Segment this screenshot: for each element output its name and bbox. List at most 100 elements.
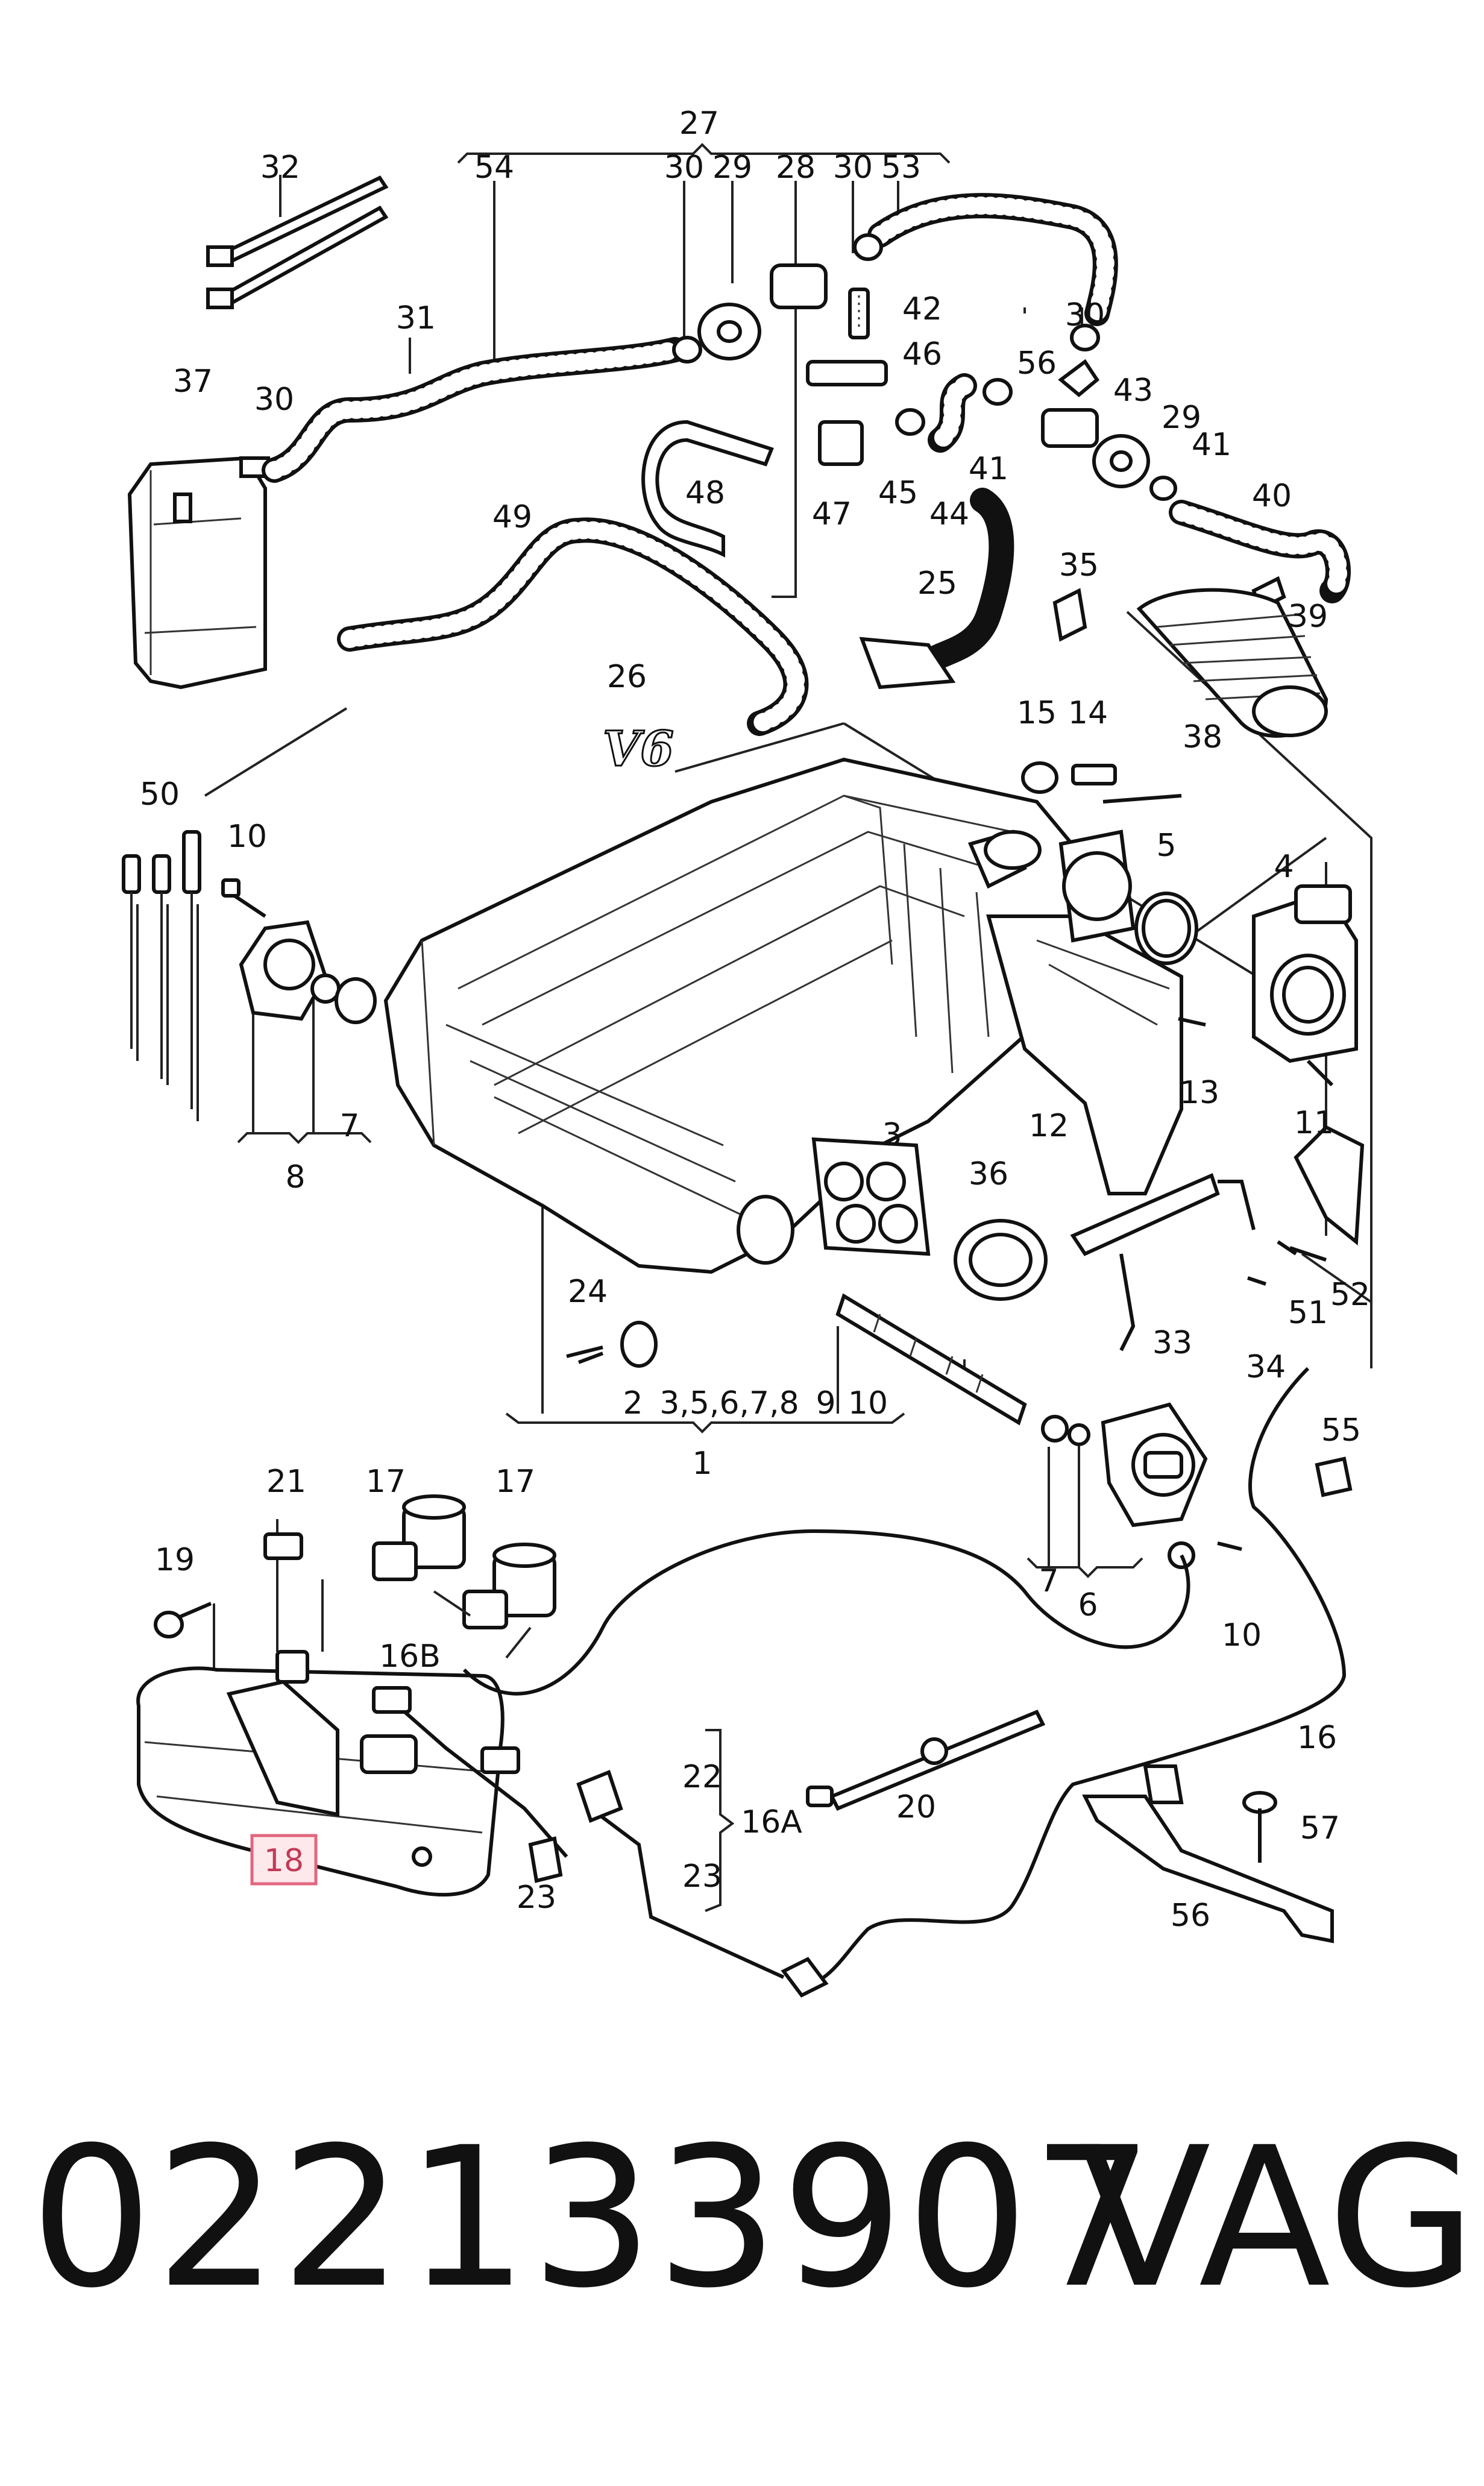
callout-30: 30 (254, 382, 294, 418)
callout-3-5-6-7-8: 3,5,6,7,8 (659, 1385, 799, 1421)
callout-56: 56 (1171, 1898, 1210, 1934)
callout-28: 28 (776, 149, 816, 186)
clip-55 (1315, 1456, 1353, 1497)
callout-56: 56 (1017, 345, 1057, 382)
callout-16b: 16B (379, 1638, 441, 1675)
gaskets-3 (811, 1137, 931, 1256)
callout-3: 3 (882, 1117, 902, 1153)
callout-54: 54 (474, 149, 514, 186)
callout-16: 16 (1297, 1720, 1337, 1756)
callout-35: 35 (1059, 547, 1099, 584)
intake-boot (1136, 588, 1328, 738)
callout-9: 9 (816, 1385, 835, 1421)
callout-13: 13 (1180, 1075, 1219, 1111)
callout-4: 4 (1274, 849, 1294, 885)
clip-20 (806, 1710, 1046, 1811)
callout-34: 34 (1246, 1349, 1286, 1385)
bolts (566, 1017, 1334, 1551)
callout-5: 5 (1156, 828, 1176, 864)
actuator-6 (1041, 1402, 1208, 1569)
part-number: 022133907 (30, 2106, 1157, 2330)
callout-10: 10 (1222, 1617, 1262, 1654)
callout-42: 42 (902, 291, 942, 327)
callout-23: 23 (682, 1858, 722, 1895)
callout-11: 11 (1294, 1105, 1334, 1141)
brand-name: VAG (1079, 2106, 1477, 2330)
callout-38: 38 (1183, 719, 1222, 755)
seal-ring-36 (954, 1219, 1048, 1301)
exploded-parts-diagram: V6 (122, 105, 1372, 1998)
callout-29: 29 (1162, 400, 1201, 436)
callout-37: 37 (173, 363, 213, 400)
vacuum-lines (372, 1367, 1347, 1998)
callout-39: 39 (1288, 599, 1328, 635)
callout-labels: 27 32 54 30 29 28 30 53 31 37 30 42 30 4… (140, 105, 1370, 1934)
callout-41: 41 (969, 451, 1008, 487)
callout-26: 26 (607, 659, 647, 695)
callout-51: 51 (1288, 1295, 1328, 1331)
callout-31: 31 (396, 300, 436, 336)
callout-47: 47 (812, 496, 852, 532)
callout-55: 55 (1321, 1412, 1361, 1449)
callout-18-highlighted: 18 (264, 1843, 304, 1879)
callout-41: 41 (1192, 427, 1231, 463)
callout-43: 43 (1113, 373, 1153, 409)
callout-7: 7 (1039, 1563, 1058, 1599)
bolt-19 (154, 1602, 212, 1638)
callout-32: 32 (260, 149, 300, 186)
cover-assembly-18 (136, 1650, 505, 1897)
callout-27: 27 (679, 105, 719, 142)
callout-30: 30 (664, 149, 704, 186)
connector-pins (122, 830, 201, 1121)
bolt-57 (1242, 1791, 1277, 1863)
callout-8: 8 (285, 1159, 305, 1195)
callout-53: 53 (881, 149, 921, 186)
callout-10: 10 (227, 819, 267, 855)
hose-48 (641, 420, 774, 558)
callout-20: 20 (896, 1789, 936, 1825)
callout-2: 2 (623, 1385, 643, 1421)
callout-24: 24 (568, 1274, 608, 1310)
callout-10: 10 (848, 1385, 888, 1421)
shaft-9 (835, 1293, 1027, 1426)
callout-17: 17 (495, 1464, 535, 1500)
callout-40: 40 (1252, 478, 1292, 514)
callout-17: 17 (366, 1464, 406, 1500)
callout-6: 6 (1078, 1587, 1098, 1623)
highlight-box-18 (250, 1834, 318, 1886)
hose-fittings (672, 233, 1286, 804)
throttle-body (1058, 829, 1358, 1063)
callout-52: 52 (1330, 1277, 1370, 1313)
callout-48: 48 (685, 475, 725, 511)
callout-16a: 16A (741, 1804, 802, 1840)
hoses (262, 193, 1351, 736)
expansion-tank (127, 456, 270, 690)
valve-assembly-8 (221, 878, 377, 1024)
callout-30: 30 (1065, 297, 1105, 333)
bracket-56 (1082, 1764, 1334, 1943)
intake-manifold: V6 (383, 720, 1183, 1274)
connector-21 (263, 1532, 303, 1560)
callout-12: 12 (1029, 1108, 1069, 1144)
callout-30: 30 (833, 149, 873, 186)
callout-57: 57 (1300, 1810, 1340, 1846)
callout-1: 1 (692, 1446, 712, 1482)
brackets (1070, 1125, 1365, 1352)
callout-29: 29 (712, 149, 752, 186)
callout-44: 44 (929, 496, 969, 532)
callout-36: 36 (969, 1156, 1008, 1192)
callout-22: 22 (682, 1759, 722, 1795)
callout-45: 45 (878, 475, 918, 511)
cable-ties (206, 175, 389, 309)
bolt-2 (577, 1321, 658, 1368)
callout-19: 19 (155, 1542, 195, 1578)
callout-14: 14 (1068, 695, 1108, 731)
callout-15: 15 (1017, 695, 1057, 731)
callout-49: 49 (492, 499, 532, 535)
callout-33: 33 (1152, 1325, 1192, 1361)
callout-23: 23 (517, 1880, 556, 1916)
manifold-v6-badge: V6 (603, 720, 674, 777)
callout-25: 25 (917, 565, 957, 602)
callout-7: 7 (339, 1108, 359, 1144)
callout-50: 50 (140, 776, 180, 813)
